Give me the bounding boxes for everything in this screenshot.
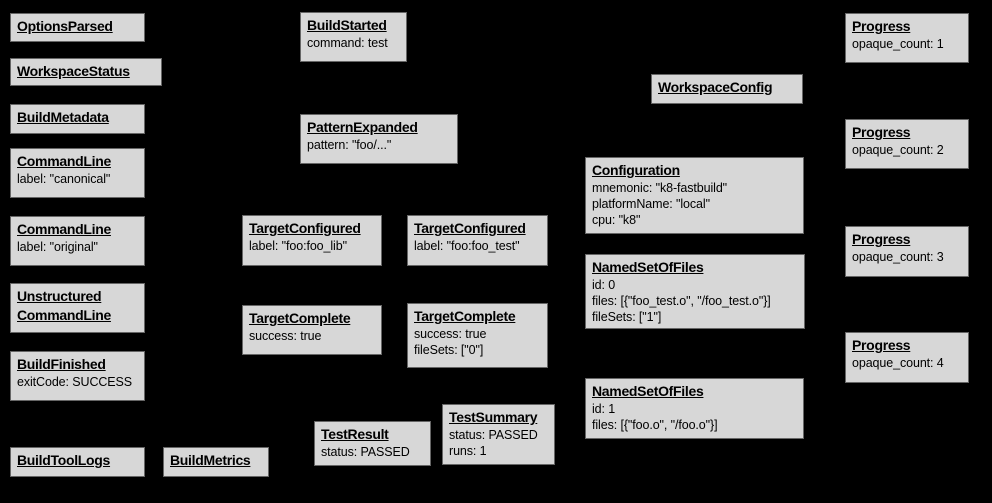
node-detail-line: status: PASSED [321, 445, 410, 459]
node-title: CommandLine [17, 153, 111, 169]
node-detail-line: files: [{"foo.o", "/foo.o"}] [592, 418, 718, 432]
node-command-line-original: CommandLine label: "original" [10, 216, 145, 266]
node-title: Configuration [592, 162, 680, 178]
node-target-complete-foo-test: TargetComplete success: true fileSets: ["0… [407, 303, 548, 368]
node-build-tool-logs: BuildToolLogs [10, 447, 145, 477]
node-title: BuildMetrics [170, 452, 251, 468]
node-title: TestResult [321, 426, 389, 442]
node-detail-line: cpu: "k8" [592, 213, 641, 227]
node-title: Progress [852, 124, 911, 140]
node-title: Progress [852, 337, 911, 353]
node-detail-line: id: 1 [592, 402, 616, 416]
node-title: WorkspaceConfig [658, 79, 773, 95]
node-detail-line: opaque_count: 1 [852, 37, 944, 51]
node-detail-line: success: true [249, 329, 322, 343]
node-progress-4: Progress opaque_count: 4 [845, 332, 969, 383]
node-title: NamedSetOfFiles [592, 259, 704, 275]
node-detail-line: success: true [414, 327, 487, 341]
node-progress-1: Progress opaque_count: 1 [845, 13, 969, 63]
node-detail-line: command: test [307, 36, 388, 50]
node-title: NamedSetOfFiles [592, 383, 704, 399]
node-command-line-canonical: CommandLine label: "canonical" [10, 148, 145, 198]
node-title: BuildFinished [17, 356, 106, 372]
node-detail-line: exitCode: SUCCESS [17, 375, 133, 389]
node-detail-line: runs: 1 [449, 444, 487, 458]
node-target-configured-foo-test: TargetConfigured label: "foo:foo_test" [407, 215, 548, 266]
node-detail-line: label: "foo:foo_test" [414, 239, 520, 253]
node-title: WorkspaceStatus [17, 63, 130, 79]
node-pattern-expanded: PatternExpanded pattern: "foo/..." [300, 114, 458, 164]
node-title: CommandLine [17, 221, 111, 237]
node-title: TargetComplete [414, 308, 516, 324]
node-title: PatternExpanded [307, 119, 418, 135]
node-workspace-config: WorkspaceConfig [651, 74, 803, 104]
node-configuration: Configuration mnemonic: "k8-fastbuild" pla… [585, 157, 804, 234]
node-title: BuildMetadata [17, 109, 109, 125]
node-progress-2: Progress opaque_count: 2 [845, 119, 969, 169]
node-options-parsed: OptionsParsed [10, 13, 145, 42]
node-detail-line: status: PASSED [449, 428, 538, 442]
node-title: Progress [852, 231, 911, 247]
node-test-result: TestResult status: PASSED [314, 421, 431, 466]
node-build-metrics: BuildMetrics [163, 447, 269, 477]
node-title: Unstructured CommandLine [17, 288, 111, 323]
node-detail-line: label: "canonical" [17, 172, 111, 186]
node-detail-line: pattern: "foo/..." [307, 138, 392, 152]
node-detail-line: platformName: "local" [592, 197, 710, 211]
node-target-configured-foo-lib: TargetConfigured label: "foo:foo_lib" [242, 215, 382, 266]
node-test-summary: TestSummary status: PASSED runs: 1 [442, 404, 555, 465]
node-detail-line: opaque_count: 2 [852, 143, 944, 157]
node-detail-line: opaque_count: 4 [852, 356, 944, 370]
node-detail-line: label: "original" [17, 240, 98, 254]
node-detail-line: mnemonic: "k8-fastbuild" [592, 181, 728, 195]
node-build-finished: BuildFinished exitCode: SUCCESS [10, 351, 145, 401]
node-title: OptionsParsed [17, 18, 113, 34]
node-title: TargetConfigured [414, 220, 526, 236]
node-detail-line: fileSets: ["0"] [414, 343, 484, 357]
node-detail-line: id: 0 [592, 278, 616, 292]
node-named-set-of-files-1: NamedSetOfFiles id: 1 files: [{"foo.o", "/… [585, 378, 804, 439]
node-build-metadata: BuildMetadata [10, 104, 145, 134]
node-title: TargetComplete [249, 310, 351, 326]
node-title: BuildToolLogs [17, 452, 111, 468]
node-build-started: BuildStarted command: test [300, 12, 407, 62]
node-detail-line: fileSets: ["1"] [592, 310, 662, 324]
node-named-set-of-files-0: NamedSetOfFiles id: 0 files: [{"foo_test.o… [585, 254, 805, 329]
node-unstructured-command-line: Unstructured CommandLine [10, 283, 145, 333]
node-workspace-status: WorkspaceStatus [10, 58, 162, 86]
node-target-complete-foo-lib: TargetComplete success: true [242, 305, 382, 355]
node-title: Progress [852, 18, 911, 34]
node-detail-line: label: "foo:foo_lib" [249, 239, 347, 253]
node-detail-line: files: [{"foo_test.o", "/foo_test.o"}] [592, 294, 771, 308]
node-title: TargetConfigured [249, 220, 361, 236]
node-detail-line: opaque_count: 3 [852, 250, 944, 264]
node-progress-3: Progress opaque_count: 3 [845, 226, 969, 277]
node-title: TestSummary [449, 409, 538, 425]
node-title: BuildStarted [307, 17, 387, 33]
